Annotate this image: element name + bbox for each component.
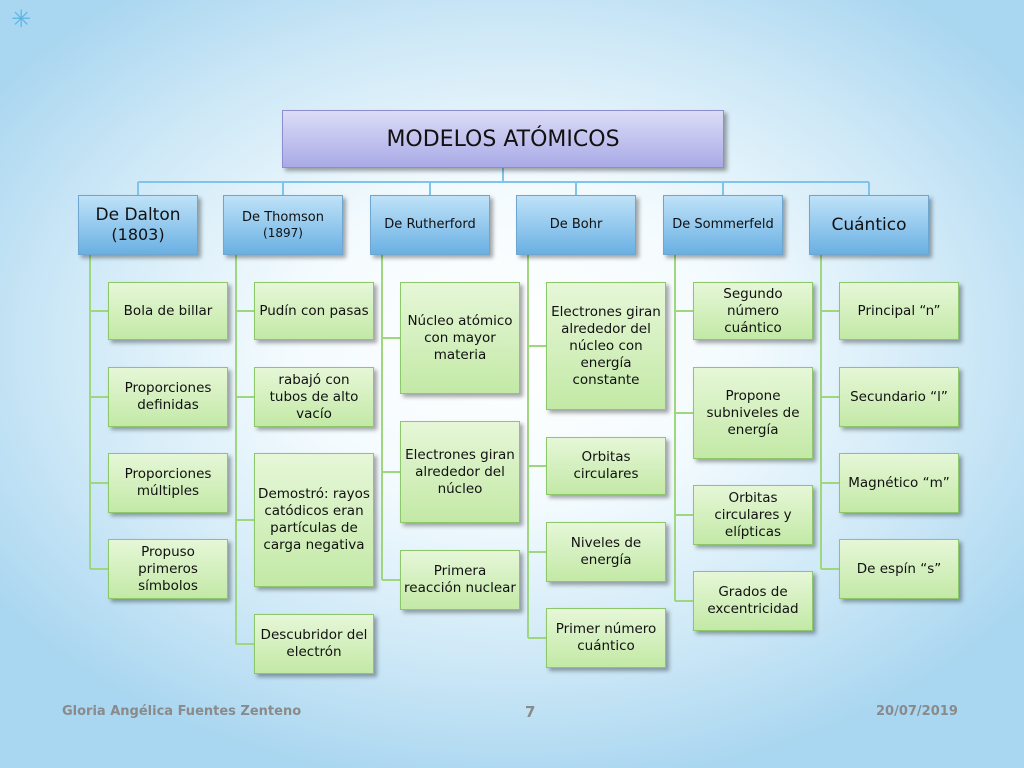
thomson-item: Pudín con pasas <box>254 282 374 340</box>
heading-bohr: De Bohr <box>516 195 636 255</box>
heading-thomson: De Thomson (1897) <box>223 195 343 255</box>
heading-sommerfeld: De Sommerfeld <box>663 195 783 255</box>
cuantico-item: Magnético “m” <box>839 453 959 513</box>
heading-dalton-name: De Dalton <box>95 205 181 225</box>
heading-rutherford: De Rutherford <box>370 195 490 255</box>
dalton-item: Bola de billar <box>108 282 228 340</box>
cuantico-item: Secundario “l” <box>839 367 959 427</box>
diagram-title: MODELOS ATÓMICOS <box>282 110 724 168</box>
dalton-item: Proporciones múltiples <box>108 453 228 513</box>
heading-rutherford-name: De Rutherford <box>384 217 476 232</box>
heading-cuantico-name: Cuántico <box>831 215 907 235</box>
sommerfeld-item: Segundo número cuántico <box>693 282 813 340</box>
footer-author: Gloria Angélica Fuentes Zenteno <box>62 704 302 719</box>
cuantico-item: De espín “s” <box>839 539 959 599</box>
heading-bohr-name: De Bohr <box>549 217 603 232</box>
thomson-item: Demostró: rayos catódicos eran partícula… <box>254 453 374 587</box>
bohr-item: Orbitas circulares <box>546 437 666 495</box>
footer-page-number: 7 <box>525 703 536 721</box>
heading-sommerfeld-name: De Sommerfeld <box>672 217 774 232</box>
heading-dalton-year: (1803) <box>111 225 165 244</box>
cuantico-item: Principal “n” <box>839 282 959 340</box>
dalton-item: Proporciones definidas <box>108 367 228 427</box>
diagram-title-text: MODELOS ATÓMICOS <box>386 126 620 152</box>
sommerfeld-item: Propone subniveles de energía <box>693 367 813 459</box>
dalton-item: Propuso primeros símbolos <box>108 539 228 599</box>
bohr-item: Primer número cuántico <box>546 608 666 668</box>
heading-thomson-year: (1897) <box>263 225 303 240</box>
bohr-item: Niveles de energía <box>546 522 666 582</box>
thomson-item: rabajó con tubos de alto vacío <box>254 367 374 427</box>
thomson-item: Descubridor del electrón <box>254 614 374 674</box>
heading-dalton: De Dalton (1803) <box>78 195 198 255</box>
sommerfeld-item: Grados de excentricidad <box>693 571 813 631</box>
sommerfeld-item: Orbitas circulares y elípticas <box>693 485 813 545</box>
heading-cuantico: Cuántico <box>809 195 929 255</box>
rutherford-item: Primera reacción nuclear <box>400 550 520 610</box>
rutherford-item: Núcleo atómico con mayor materia <box>400 282 520 394</box>
bohr-item: Electrones giran alrededor del núcleo co… <box>546 282 666 410</box>
rutherford-item: Electrones giran alrededor del núcleo <box>400 421 520 523</box>
heading-thomson-name: De Thomson <box>242 209 324 225</box>
footer-date: 20/07/2019 <box>876 704 958 719</box>
star-icon: ✳ <box>10 5 32 33</box>
